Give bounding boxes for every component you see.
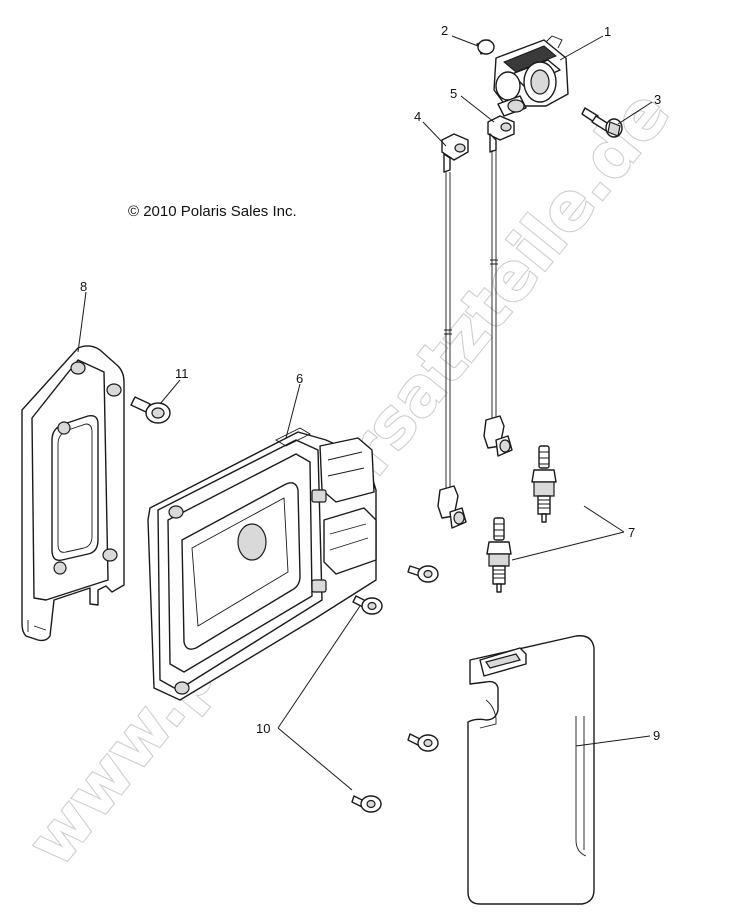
copyright-text: © 2010 Polaris Sales Inc. [128, 203, 297, 220]
coil-cap [476, 39, 495, 55]
spark-plug-wire-5 [483, 115, 515, 457]
callout-6: 6 [296, 371, 303, 386]
callout-9: 9 [653, 728, 660, 743]
callout-labels: 1 2 3 4 5 6 7 8 9 10 11 [80, 23, 661, 743]
callout-10: 10 [256, 721, 270, 736]
screw-10-middle [352, 595, 383, 615]
spark-plug-upper [531, 445, 557, 523]
mounting-bracket [21, 345, 125, 642]
callout-11: 11 [175, 366, 189, 381]
ignition-coil [493, 35, 569, 117]
ecu-cover [467, 635, 595, 905]
callout-7: 7 [628, 525, 635, 540]
leader-lines [77, 35, 653, 791]
callout-8: 8 [80, 279, 87, 294]
callout-5: 5 [450, 86, 457, 101]
callout-2: 2 [441, 23, 448, 38]
callout-4: 4 [414, 109, 421, 124]
screw-10-lower-left [351, 795, 382, 813]
spark-plug-lower [486, 517, 512, 593]
callout-1: 1 [604, 24, 611, 39]
callout-3: 3 [654, 92, 661, 107]
engine-control-unit [147, 427, 377, 701]
screw-10-lower-right [407, 733, 439, 752]
screw-10-upper [407, 565, 439, 583]
spark-plug-wire-4 [437, 133, 469, 529]
screw-11 [130, 396, 171, 424]
